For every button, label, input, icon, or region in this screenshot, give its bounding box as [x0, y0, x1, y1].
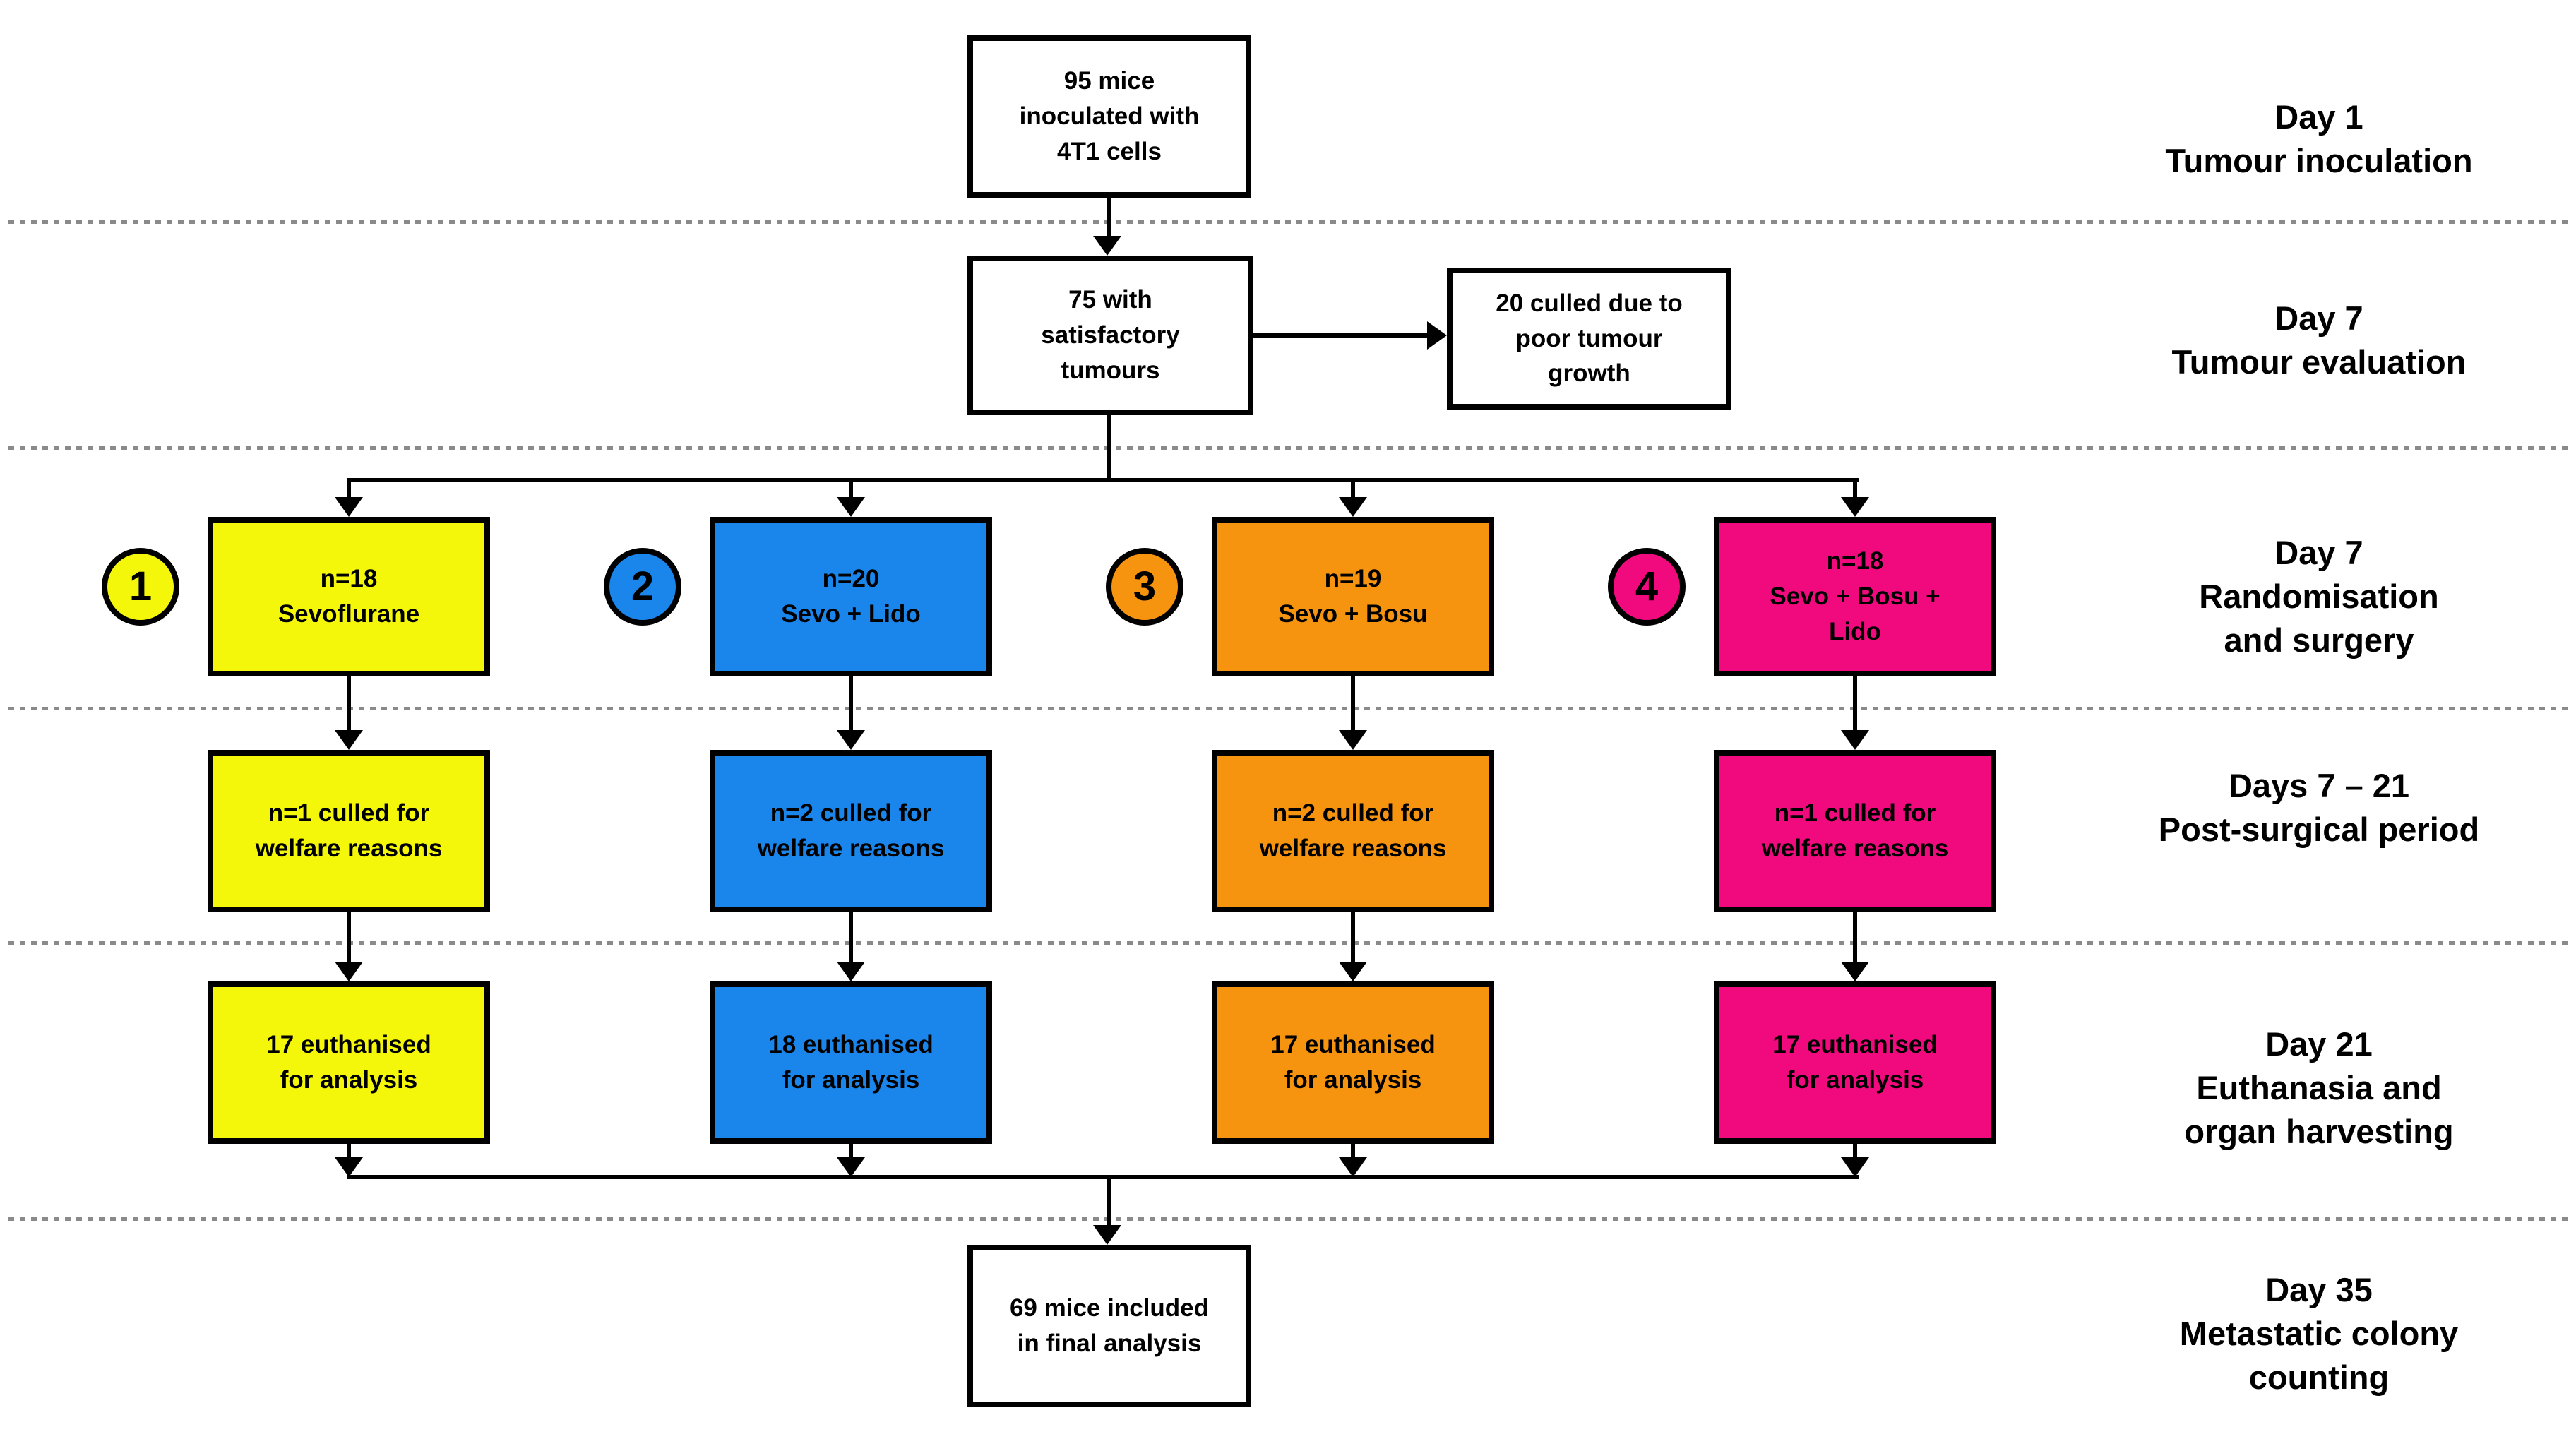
dashed-separator-4	[8, 941, 2568, 945]
split-stub-group-4	[1853, 480, 1857, 500]
arrow-g4-welfare-to-euth	[1853, 912, 1857, 963]
arrow-g2-to-collector	[849, 1144, 853, 1162]
group-2-welfare-box: n=2 culled for welfare reasons	[710, 750, 992, 912]
dashed-separator-5	[8, 1217, 2568, 1221]
arrow-g3-rand-to-welfare	[1351, 676, 1355, 732]
arrowhead-g2-euth	[837, 962, 865, 981]
evaluation-box: 75 with satisfactory tumours	[967, 256, 1253, 415]
arrow-evaluation-to-split	[1107, 415, 1111, 482]
timeline-label-day1-inoculation: Day 1 Tumour inoculation	[2165, 98, 2473, 180]
arrowhead-final	[1093, 1225, 1121, 1245]
group-2-number-badge: 2	[604, 548, 681, 626]
group-4-number-badge: 4	[1608, 548, 1686, 626]
arrow-g4-to-collector	[1853, 1144, 1857, 1162]
arrowhead-g1-euth	[335, 962, 363, 981]
arrowhead-g1-collector	[335, 1157, 363, 1177]
timeline-label-days7-21-postsurgical: Days 7 – 21 Post-surgical period	[2158, 767, 2480, 849]
arrowhead-g2-welfare	[837, 730, 865, 750]
group-2-euthanised-box: 18 euthanised for analysis	[710, 981, 992, 1144]
group-4-randomisation-box: n=18 Sevo + Bosu + Lido	[1714, 517, 1996, 676]
split-stub-group-1	[347, 480, 351, 500]
group-1-randomisation-box: n=18 Sevoflurane	[208, 517, 490, 676]
timeline-label-day35-colony-counting: Day 35 Metastatic colony counting	[2179, 1271, 2459, 1397]
dashed-separator-1	[8, 220, 2568, 224]
arrowhead-g4-welfare	[1841, 730, 1869, 750]
group-3-number-badge: 3	[1106, 548, 1183, 626]
group-2-randomisation-box: n=20 Sevo + Lido	[710, 517, 992, 676]
timeline-label-day7-evaluation: Day 7 Tumour evaluation	[2171, 299, 2467, 381]
arrow-g2-rand-to-welfare	[849, 676, 853, 732]
arrowhead-g3-euth	[1339, 962, 1367, 981]
arrow-collector-to-final	[1107, 1177, 1111, 1226]
dashed-separator-3	[8, 707, 2568, 710]
arrow-g4-rand-to-welfare	[1853, 676, 1857, 732]
group-1-welfare-box: n=1 culled for welfare reasons	[208, 750, 490, 912]
arrowhead-g3-welfare	[1339, 730, 1367, 750]
arrowhead-culled	[1427, 321, 1447, 350]
arrowhead-g1-welfare	[335, 730, 363, 750]
arrow-g3-to-collector	[1351, 1144, 1355, 1162]
randomisation-split-line	[347, 478, 1859, 482]
arrow-g1-welfare-to-euth	[347, 912, 351, 963]
arrowhead-g3-collector	[1339, 1157, 1367, 1177]
arrow-g2-welfare-to-euth	[849, 912, 853, 963]
split-stub-group-3	[1351, 480, 1355, 500]
timeline-label-day21-euthanasia: Day 21 Euthanasia and organ harvesting	[2184, 1025, 2454, 1151]
group-1-number-badge: 1	[102, 548, 179, 626]
split-stub-group-2	[849, 480, 853, 500]
group-3-welfare-box: n=2 culled for welfare reasons	[1212, 750, 1494, 912]
arrowhead-group-1	[335, 497, 363, 517]
group-4-euthanised-box: 17 euthanised for analysis	[1714, 981, 1996, 1144]
arrowhead-group-2	[837, 497, 865, 517]
collector-line	[347, 1175, 1859, 1179]
dashed-separator-2	[8, 446, 2568, 450]
group-3-randomisation-box: n=19 Sevo + Bosu	[1212, 517, 1494, 676]
arrow-evaluation-to-culled	[1253, 333, 1427, 338]
arrow-g1-to-collector	[347, 1144, 351, 1162]
inoculation-box: 95 mice inoculated with 4T1 cells	[967, 35, 1251, 198]
culled-box: 20 culled due to poor tumour growth	[1447, 268, 1731, 410]
group-4-welfare-box: n=1 culled for welfare reasons	[1714, 750, 1996, 912]
arrowhead-group-4	[1841, 497, 1869, 517]
group-3-euthanised-box: 17 euthanised for analysis	[1212, 981, 1494, 1144]
arrowhead-group-3	[1339, 497, 1367, 517]
arrowhead-g2-collector	[837, 1157, 865, 1177]
arrow-g1-rand-to-welfare	[347, 676, 351, 732]
arrowhead-g4-euth	[1841, 962, 1869, 981]
timeline-label-day7-randomisation: Day 7 Randomisation and surgery	[2199, 534, 2439, 659]
final-analysis-box: 69 mice included in final analysis	[967, 1245, 1251, 1407]
arrowhead-g4-collector	[1841, 1157, 1869, 1177]
group-1-euthanised-box: 17 euthanised for analysis	[208, 981, 490, 1144]
arrowhead-evaluation	[1093, 236, 1121, 256]
arrow-g3-welfare-to-euth	[1351, 912, 1355, 963]
arrow-inoculation-to-evaluation	[1107, 198, 1111, 237]
